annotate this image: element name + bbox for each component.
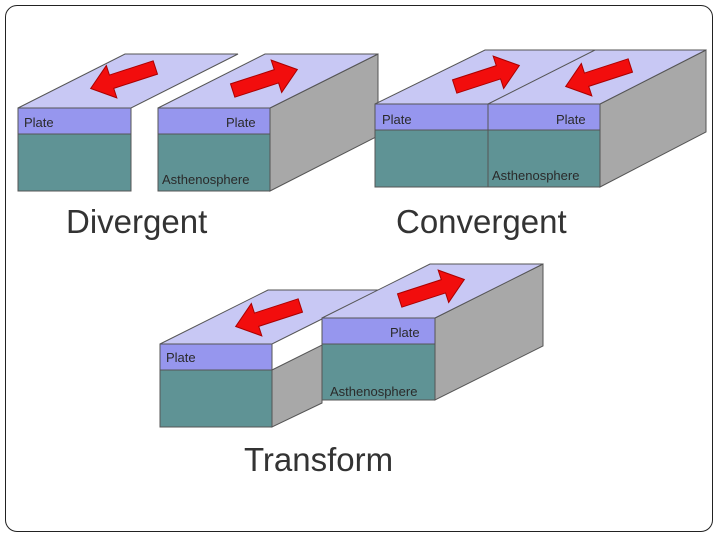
asthenosphere-layer <box>157 133 271 192</box>
divergent-right-block: Plate Asthenosphere <box>157 52 379 192</box>
plate-layer <box>487 103 601 131</box>
divergent-left-block: Plate <box>17 50 239 192</box>
asthenosphere-layer <box>321 343 436 401</box>
transform-diagram: Plate Plate Asthenosphere Transform <box>159 262 544 478</box>
diagram-title: Convergent <box>396 203 567 240</box>
plate-layer <box>17 107 132 135</box>
divergent-diagram: Plate Plate Asthenosphere Divergent <box>17 50 379 240</box>
plate-layer <box>159 343 273 371</box>
transform-left-block: Plate <box>159 288 381 428</box>
convergent-left-block: Plate <box>374 48 601 188</box>
plate-label: Plate <box>556 112 586 127</box>
transform-right-block: Plate Asthenosphere <box>321 262 544 401</box>
plate-label: Plate <box>24 115 54 130</box>
convergent-diagram: Plate Plate Asthenosphere Convergent <box>374 48 707 240</box>
plate-label: Plate <box>382 112 412 127</box>
plate-label: Plate <box>226 115 256 130</box>
plate-label: Plate <box>166 350 196 365</box>
asthenosphere-layer <box>487 129 601 188</box>
plate-label: Plate <box>390 325 420 340</box>
asthenosphere-label: Asthenosphere <box>162 172 249 187</box>
block-side-face <box>271 344 323 428</box>
diagram-title: Divergent <box>66 203 207 240</box>
asthenosphere-layer <box>374 129 489 188</box>
asthenosphere-layer <box>17 133 132 192</box>
asthenosphere-label: Asthenosphere <box>492 168 579 183</box>
convergent-right-block: Plate Asthenosphere <box>487 48 707 188</box>
diagram-title: Transform <box>244 441 393 478</box>
asthenosphere-layer <box>159 369 273 428</box>
asthenosphere-label: Asthenosphere <box>330 384 417 399</box>
